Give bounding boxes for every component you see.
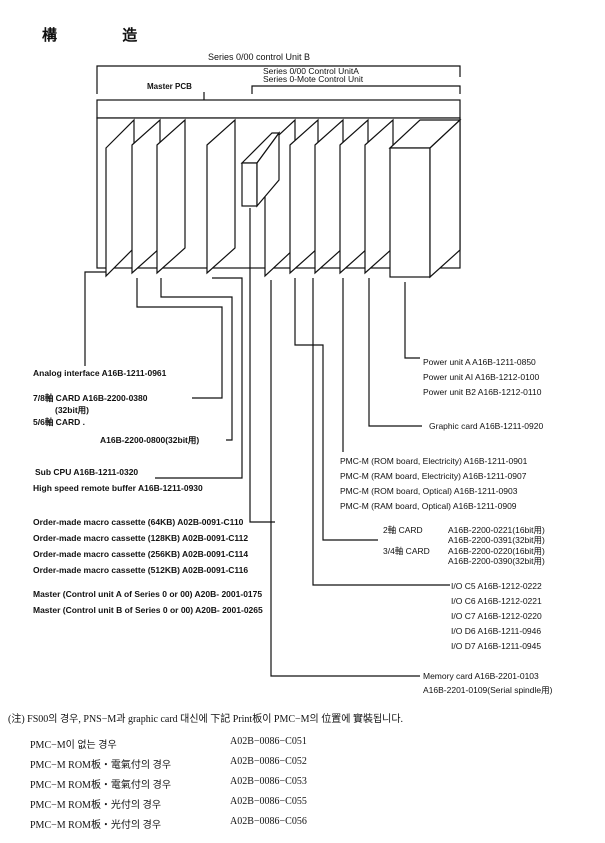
- leader-memory: [270, 280, 420, 677]
- label-card56-code: A16B-2200-0800(32bit用): [100, 435, 200, 445]
- card: [339, 118, 369, 275]
- card: [314, 118, 344, 275]
- label-macro: Order-made macro cassette (256KB) A02B-0…: [33, 549, 249, 559]
- leader-io: [312, 278, 450, 586]
- label-io: I/O C5 A16B-1212-0222: [451, 581, 542, 591]
- card-master: [206, 118, 236, 275]
- note-row-code: A02B−0086−C051: [230, 736, 307, 747]
- card: [105, 118, 135, 278]
- label-pmc: PMC-M (RAM board, Optical) A16B-1211-090…: [340, 501, 517, 511]
- macro-cassette: [240, 131, 281, 208]
- note-text: (注) FS00의 경우, PNS−M과 graphic card 대신에 下記…: [8, 714, 404, 725]
- leader-graphic: [368, 278, 422, 427]
- label-axis-code: A16B-2200-0220(16bit用): [448, 546, 545, 556]
- label-pmc: PMC-M (ROM board, Electricity) A16B-1211…: [340, 456, 528, 466]
- label-pmc: PMC-M (RAM board, Electricity) A16B-1211…: [340, 471, 527, 481]
- note-row-code: A02B−0086−C052: [230, 756, 307, 767]
- label-unit-a: Series 0/00 Control UnitA: [263, 66, 359, 76]
- label-macro: Order-made macro cassette (512KB) A02B-0…: [33, 565, 249, 575]
- leader-power: [404, 282, 420, 359]
- note-row: PMC−M ROM板・電氣付의 경우 A02B−0086−C053: [30, 776, 307, 791]
- note-row: PMC−M ROM板・光付의 경우 A02B−0086−C056: [30, 816, 307, 831]
- label-io: I/O C6 A16B-1212-0221: [451, 596, 542, 606]
- cards: [105, 118, 394, 278]
- label-memory2: A16B-2201-0109(Serial spindle用): [423, 685, 553, 695]
- label-io: I/O C7 A16B-1212-0220: [451, 611, 542, 621]
- label-card56: 5/6軸 CARD .: [33, 417, 85, 427]
- note-row: PMC−M ROM板・電氣付의 경우 A02B−0086−C052: [30, 756, 307, 771]
- label-card78: 7/8軸 CARD A16B-2200-0380: [33, 393, 148, 403]
- note-row: PMC−M ROM板・光付의 경우 A02B−0086−C055: [30, 796, 307, 811]
- label-io: I/O D7 A16B-1211-0945: [451, 641, 542, 651]
- card: [156, 118, 186, 275]
- note-row: PMC−M이 없는 경우 A02B−0086−C051: [30, 736, 307, 751]
- label-card34: 3/4軸 CARD: [383, 546, 430, 556]
- label-master: Master (Control unit B of Series 0 or 00…: [33, 605, 263, 615]
- unit-a-bracket: [251, 85, 461, 94]
- note-row-label: PMC−M ROM板・光付의 경우: [30, 820, 162, 831]
- label-card2: 2軸 CARD: [383, 525, 423, 535]
- label-analog: Analog interface A16B-1211-0961: [33, 368, 167, 378]
- note-row-code: A02B−0086−C056: [230, 816, 307, 827]
- label-power: Power unit B2 A16B-1212-0110: [423, 387, 542, 397]
- leader-axis: [294, 278, 378, 541]
- card: [289, 118, 319, 275]
- note-row-label: PMC−M이 없는 경우: [30, 740, 117, 751]
- note-row-label: PMC−M ROM板・電氣付의 경우: [30, 760, 172, 771]
- unit-b-bracket: [96, 65, 461, 94]
- note-row-label: PMC−M ROM板・光付의 경우: [30, 800, 162, 811]
- label-macro: Order-made macro cassette (64KB) A02B-00…: [33, 517, 244, 527]
- label-card78-note: (32bit用): [55, 405, 90, 415]
- page-title: 構 造: [42, 26, 168, 44]
- card: [131, 118, 161, 275]
- label-unit-b: Series 0/00 control Unit B: [208, 52, 311, 62]
- label-power: Power unit AI A16B-1212-0100: [423, 372, 540, 382]
- leader-macro: [249, 208, 275, 523]
- note-row-label: PMC−M ROM板・電氣付의 경우: [30, 780, 172, 791]
- label-power: Power unit A A16B-1211-0850: [423, 357, 536, 367]
- rack-top-bar: [96, 99, 461, 119]
- label-axis-code: A16B-2200-0390(32bit用): [448, 556, 545, 566]
- label-axis-code: A16B-2200-0391(32bit用): [448, 535, 545, 545]
- label-pmc: PMC-M (ROM board, Optical) A16B-1211-090…: [340, 486, 518, 496]
- leader-card78: [136, 278, 223, 399]
- note-row-code: A02B−0086−C053: [230, 776, 307, 787]
- power-unit-box: [388, 118, 462, 279]
- label-master: Master (Control unit A of Series 0 or 00…: [33, 589, 263, 599]
- card: [364, 118, 394, 275]
- label-master-pcb: Master PCB: [147, 82, 192, 91]
- leader-card56: [160, 278, 233, 441]
- label-macro: Order-made macro cassette (128KB) A02B-0…: [33, 533, 249, 543]
- label-remote-buffer: High speed remote buffer A16B-1211-0930: [33, 483, 203, 493]
- label-sub-cpu: Sub CPU A16B-1211-0320: [35, 467, 139, 477]
- leader-analog: [84, 271, 106, 366]
- leader-subcpu: [155, 277, 243, 479]
- label-axis-code: A16B-2200-0221(16bit用): [448, 525, 545, 535]
- label-mate-unit: Series 0-Mote Control Unit: [263, 74, 364, 84]
- label-io: I/O D6 A16B-1211-0946: [451, 626, 542, 636]
- note-row-code: A02B−0086−C055: [230, 796, 307, 807]
- label-memory: Memory card A16B-2201-0103: [423, 671, 539, 681]
- label-graphic: Graphic card A16B-1211-0920: [429, 421, 544, 431]
